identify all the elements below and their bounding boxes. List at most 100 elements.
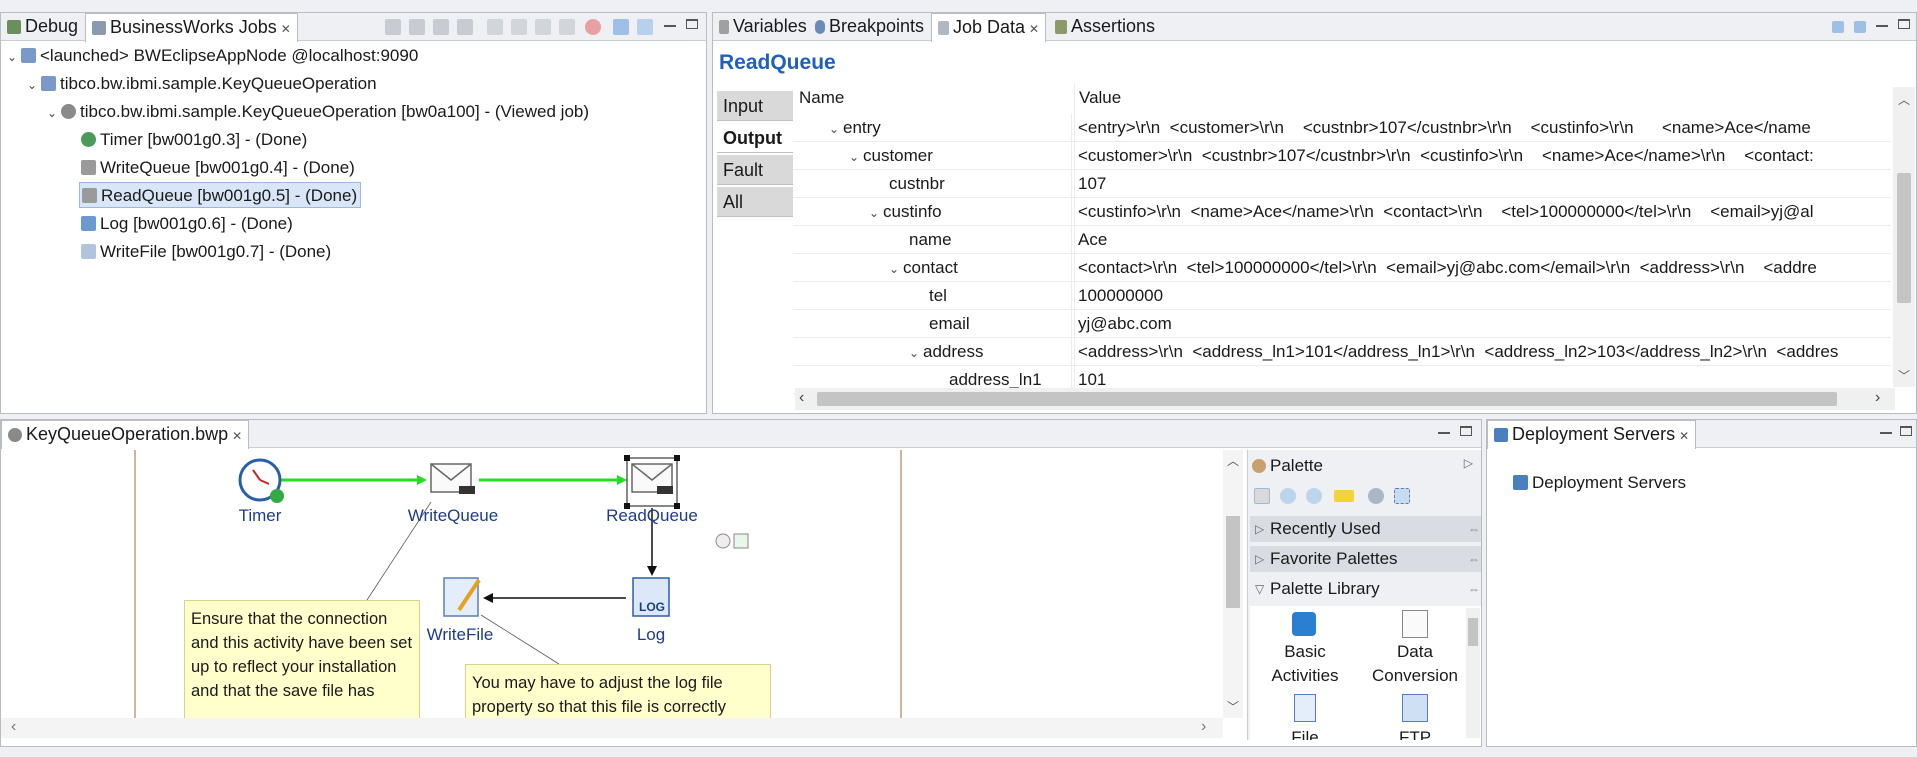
sticky-note[interactable]: You may have to adjust the log file prop… — [465, 664, 771, 718]
column-header-value[interactable]: Value — [1079, 88, 1122, 107]
zoom-out-icon[interactable] — [1306, 488, 1322, 504]
tree-item-process[interactable]: ⌄tibco.bw.ibmi.sample.KeyQueueOperation … — [47, 99, 589, 125]
link-tool-icon[interactable] — [1368, 488, 1384, 504]
tab-assertions[interactable]: Assertions — [1049, 13, 1161, 41]
maximize-icon[interactable] — [1900, 426, 1912, 436]
chevron-down-icon[interactable]: ⌄ — [889, 262, 900, 276]
tab-businessworks-jobs[interactable]: BusinessWorks Jobs✕ — [85, 13, 298, 42]
scroll-right-icon[interactable]: › — [1201, 718, 1207, 735]
activity-label-log[interactable]: Log — [636, 625, 666, 644]
close-icon[interactable]: ✕ — [1679, 429, 1690, 443]
activity-label-writequeue[interactable]: WriteQueue — [407, 506, 499, 525]
tab-keyqueueoperation[interactable]: KeyQueueOperation.bwp✕ — [1, 420, 250, 449]
scroll-right-icon[interactable]: › — [1875, 389, 1881, 406]
wrench-icon[interactable] — [715, 533, 731, 549]
palette-toggle-icon[interactable]: ▷ — [1463, 456, 1473, 470]
table-row[interactable]: name Ace — [793, 226, 1891, 254]
palette-item-file[interactable]: File — [1291, 728, 1319, 740]
sticky-note[interactable]: Ensure that the connection and this acti… — [184, 600, 420, 718]
disconnect-icon[interactable] — [457, 19, 473, 35]
table-row[interactable]: email yj@abc.com — [793, 310, 1891, 338]
scroll-thumb[interactable] — [817, 392, 1837, 406]
drop-frame-icon[interactable] — [559, 19, 575, 35]
scroll-down-icon[interactable]: ﹀ — [1227, 700, 1240, 714]
maximize-icon[interactable] — [1898, 19, 1910, 29]
tree-item-deployment-servers[interactable]: Deployment Servers — [1513, 470, 1686, 496]
palette-drawer-recently-used[interactable]: ▷Recently Used⇔ — [1250, 516, 1481, 542]
resume-icon[interactable] — [385, 19, 401, 35]
maximize-icon[interactable] — [686, 19, 698, 29]
canvas-vertical-scrollbar[interactable]: ︿ ﹀ — [1223, 450, 1243, 718]
palette-item-data-conversion[interactable]: Data Conversion — [1372, 642, 1458, 685]
scroll-thumb[interactable] — [1897, 173, 1911, 303]
collapse-all-icon[interactable] — [1854, 21, 1866, 33]
pin-icon[interactable]: ⇔ — [1468, 582, 1480, 596]
close-icon[interactable]: ✕ — [232, 429, 243, 443]
side-tab-fault[interactable]: Fault — [717, 155, 793, 185]
maximize-icon[interactable] — [1460, 426, 1472, 436]
tree-mode-icon[interactable] — [637, 19, 653, 35]
scroll-thumb[interactable] — [1468, 618, 1478, 646]
table-row[interactable]: ⌄address <address>\r\n <address_ln1>101<… — [793, 338, 1891, 366]
expand-all-icon[interactable] — [1832, 21, 1844, 33]
selection-handle[interactable] — [674, 503, 680, 509]
activity-label-writefile[interactable]: WriteFile — [426, 625, 494, 644]
activity-label-timer[interactable]: Timer — [238, 506, 282, 525]
table-row[interactable]: ⌄contact <contact>\r\n <tel>100000000</t… — [793, 254, 1891, 282]
scroll-thumb[interactable] — [1226, 516, 1240, 608]
zoom-in-icon[interactable] — [1280, 488, 1296, 504]
step-over-icon[interactable] — [511, 19, 527, 35]
scroll-up-icon[interactable]: ︿ — [1227, 454, 1240, 468]
tab-deployment-servers[interactable]: Deployment Servers✕ — [1487, 420, 1697, 449]
palette-item-ftp[interactable]: FTP — [1398, 728, 1432, 740]
tree-item-timer[interactable]: Timer [bw001g0.3] - (Done) — [81, 127, 307, 153]
canvas-horizontal-scrollbar[interactable]: ‹ › — [1, 718, 1223, 738]
scroll-left-icon[interactable]: ‹ — [11, 718, 17, 735]
tree-item-launch[interactable]: ⌄<launched> BWEclipseAppNode @localhost:… — [7, 43, 418, 69]
activity-label-readqueue[interactable]: ReadQueue — [606, 506, 698, 525]
chevron-down-icon[interactable]: ⌄ — [47, 106, 58, 120]
selection-handle[interactable] — [624, 503, 630, 509]
side-tab-input[interactable]: Input — [717, 91, 793, 121]
palette-item-basic-activities[interactable]: Basic Activities — [1271, 642, 1339, 685]
log-icon[interactable] — [632, 577, 670, 617]
tree-item-readqueue[interactable]: ReadQueue [bw001g0.5] - (Done) — [79, 182, 362, 208]
minimize-icon[interactable] — [1876, 25, 1888, 28]
close-icon[interactable]: ✕ — [1029, 22, 1040, 36]
pin-icon[interactable]: ⇔ — [1468, 552, 1480, 566]
add-icon[interactable] — [733, 533, 749, 549]
chevron-down-icon[interactable]: ⌄ — [27, 78, 38, 92]
selection-handle[interactable] — [624, 455, 630, 461]
minimize-icon[interactable] — [664, 25, 676, 28]
select-tool-icon[interactable] — [1254, 488, 1270, 504]
table-row[interactable]: tel 100000000 — [793, 282, 1891, 310]
column-header-name[interactable]: Name — [799, 88, 845, 107]
show-jobs-icon[interactable] — [613, 19, 629, 35]
chevron-down-icon[interactable]: ⌄ — [849, 150, 860, 164]
scroll-up-icon[interactable]: ︿ — [1898, 93, 1911, 107]
tree-item-writefile[interactable]: WriteFile [bw001g0.7] - (Done) — [81, 239, 331, 265]
palette-scrollbar[interactable] — [1466, 608, 1480, 738]
selection-handle[interactable] — [674, 455, 680, 461]
tree-item-log[interactable]: Log [bw001g0.6] - (Done) — [81, 211, 293, 237]
palette-drawer-favorite-palettes[interactable]: ▷Favorite Palettes⇔ — [1250, 546, 1481, 572]
tab-job-data[interactable]: Job Data✕ — [931, 13, 1047, 42]
side-tab-output[interactable]: Output — [717, 123, 793, 153]
table-row[interactable]: ⌄custinfo <custinfo>\r\n <name>Ace</name… — [793, 198, 1891, 226]
readqueue-selection[interactable] — [626, 457, 678, 507]
scroll-left-icon[interactable]: ‹ — [799, 389, 805, 406]
palette-drawer-library[interactable]: ▽Palette Library⇔ — [1250, 576, 1481, 602]
tree-item-writequeue[interactable]: WriteQueue [bw001g0.4] - (Done) — [81, 155, 355, 181]
pin-icon[interactable]: ⇔ — [1468, 522, 1480, 536]
tree-item-module[interactable]: ⌄tibco.bw.ibmi.sample.KeyQueueOperation — [27, 71, 377, 97]
minimize-icon[interactable] — [1880, 432, 1892, 435]
table-row[interactable]: ⌄customer <customer>\r\n <custnbr>107</c… — [793, 142, 1891, 170]
suspend-icon[interactable] — [409, 19, 425, 35]
vertical-scrollbar[interactable]: ︿ ﹀ — [1893, 87, 1915, 387]
close-icon[interactable]: ✕ — [280, 22, 291, 36]
horizontal-scrollbar[interactable]: ‹ › — [795, 388, 1895, 410]
table-row[interactable]: custnbr 107 — [793, 170, 1891, 198]
tab-debug[interactable]: Debug — [1, 13, 84, 41]
side-tab-all[interactable]: All — [717, 187, 793, 217]
minimize-icon[interactable] — [1438, 432, 1450, 435]
